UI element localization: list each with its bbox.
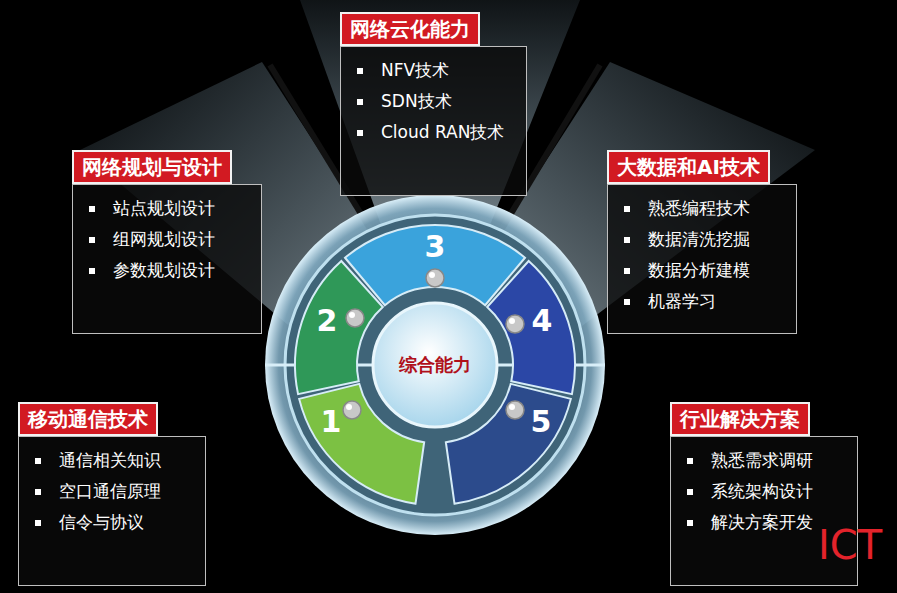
bullet-row: 信令与协议 (35, 507, 195, 538)
ball-highlight (346, 404, 352, 410)
segment-fill (299, 384, 424, 504)
bullet-row: 机器学习 (624, 286, 786, 317)
bullet-square (89, 268, 95, 274)
marker-ball (343, 401, 361, 419)
bullet-row: 站点规划设计 (89, 193, 251, 224)
bullet-row: 系统架构设计 (687, 476, 847, 507)
bullet-square (35, 489, 41, 495)
marker-ball (506, 401, 524, 419)
ball-highlight (509, 318, 515, 324)
segment-shape (285, 215, 585, 515)
marker-ball (346, 309, 364, 327)
skill-panel: 大数据和AI技术熟悉编程技术数据清洗挖掘数据分析建模机器学习 (607, 150, 797, 334)
panel-heading: 网络云化能力 (340, 12, 480, 46)
bullet-row: 组网规划设计 (89, 224, 251, 255)
bullet-text: 通信相关知识 (59, 449, 161, 472)
skill-panel: 移动通信技术通信相关知识空口通信原理信令与协议 (18, 402, 206, 586)
bullet-text: 空口通信原理 (59, 480, 161, 503)
ball-highlight (509, 404, 515, 410)
panel-heading: 网络规划与设计 (72, 150, 232, 184)
skill-panel: 网络规划与设计站点规划设计组网规划设计参数规划设计 (72, 150, 262, 334)
bullet-text: 信令与协议 (59, 511, 144, 534)
bullet-square (687, 489, 693, 495)
bullet-row: Cloud RAN技术 (357, 117, 516, 148)
callout-number: 5 (531, 404, 552, 439)
bullet-row: NFV技术 (357, 55, 516, 86)
bullet-text: 系统架构设计 (711, 480, 813, 503)
bullet-text: 组网规划设计 (113, 228, 215, 251)
ball-highlight (429, 272, 435, 278)
bullet-square (89, 206, 95, 212)
panel-heading: 移动通信技术 (18, 402, 158, 436)
bullet-text: 数据分析建模 (648, 259, 750, 282)
segment-fill (487, 261, 575, 394)
bullet-square (624, 237, 630, 243)
bullet-square (35, 458, 41, 464)
panel-heading: 行业解决方案 (670, 402, 810, 436)
ring-segment: 1 (285, 215, 585, 515)
segment-fill (295, 261, 383, 394)
panel-body: 通信相关知识空口通信原理信令与协议 (18, 436, 206, 586)
marker-ball (506, 315, 524, 333)
center-circle: 综合能力 (371, 301, 499, 429)
center-fill (373, 303, 497, 427)
segment-fill (446, 384, 571, 504)
bullet-text: 熟悉需求调研 (711, 449, 813, 472)
bullet-text: SDN技术 (381, 90, 452, 113)
segment-fill (345, 225, 525, 305)
bullet-text: 机器学习 (648, 290, 716, 313)
panel-heading: 大数据和AI技术 (607, 150, 770, 184)
glass-disc (265, 195, 605, 535)
bullet-text: Cloud RAN技术 (381, 121, 504, 144)
callout-number: 3 (425, 229, 446, 264)
bullet-row: 熟悉编程技术 (624, 193, 786, 224)
panel-body: NFV技术 SDN技术 Cloud RAN技术 (340, 46, 527, 196)
marker-ball (426, 269, 444, 287)
bullet-text: 熟悉编程技术 (648, 197, 750, 220)
bullet-square (687, 458, 693, 464)
bullet-row: SDN技术 (357, 86, 516, 117)
callout-number: 2 (317, 303, 338, 338)
bullet-row: 数据清洗挖掘 (624, 224, 786, 255)
bullet-square (357, 130, 363, 136)
panel-body: 站点规划设计组网规划设计参数规划设计 (72, 184, 262, 334)
inner-disc (285, 215, 585, 515)
bullet-square (624, 206, 630, 212)
bullet-row: 通信相关知识 (35, 445, 195, 476)
callout-number: 4 (532, 303, 553, 338)
bullet-text: NFV技术 (381, 59, 449, 82)
bullet-row: 空口通信原理 (35, 476, 195, 507)
callout-number: 1 (321, 404, 342, 439)
bullet-square (357, 68, 363, 74)
bullet-square (89, 237, 95, 243)
bullet-text: 站点规划设计 (113, 197, 215, 220)
bullet-row: 数据分析建模 (624, 255, 786, 286)
ring-segment: 5 (285, 215, 585, 515)
segment-shape (285, 215, 585, 515)
panel-body: 熟悉编程技术数据清洗挖掘数据分析建模机器学习 (607, 184, 797, 334)
bullet-square (357, 99, 363, 105)
bullet-square (624, 299, 630, 305)
bullet-square (624, 268, 630, 274)
center-label: 综合能力 (399, 353, 471, 377)
bullet-row: 熟悉需求调研 (687, 445, 847, 476)
bullet-square (687, 520, 693, 526)
skill-panel: 网络云化能力 NFV技术 SDN技术 Cloud RAN技术 (340, 12, 527, 196)
bullet-square (35, 520, 41, 526)
watermark: ICT (818, 522, 882, 568)
bullet-text: 参数规划设计 (113, 259, 215, 282)
bullet-text: 数据清洗挖掘 (648, 228, 750, 251)
bullet-row: 参数规划设计 (89, 255, 251, 286)
bullet-text: 解决方案开发 (711, 511, 813, 534)
ball-highlight (349, 312, 355, 318)
